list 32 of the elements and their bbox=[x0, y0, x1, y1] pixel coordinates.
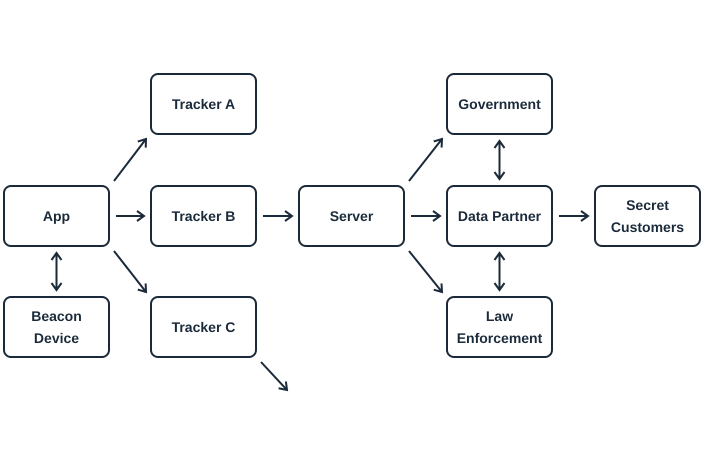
arrow bbox=[559, 210, 589, 222]
box-label: Law Enforcement bbox=[456, 307, 544, 348]
process-box bbox=[150, 185, 257, 247]
process-box bbox=[446, 296, 553, 358]
arrow bbox=[408, 138, 443, 182]
box-label: Government bbox=[458, 95, 541, 114]
arrow bbox=[494, 252, 506, 291]
arrow bbox=[494, 140, 506, 180]
process-box bbox=[298, 185, 405, 247]
box-label: Tracker B bbox=[172, 207, 236, 226]
process-box bbox=[3, 185, 110, 247]
process-box bbox=[150, 73, 257, 135]
box-label: Beacon Device bbox=[30, 307, 83, 348]
arrow bbox=[113, 138, 147, 182]
box-label: Secret Customers bbox=[610, 196, 686, 237]
box-label: Tracker C bbox=[172, 318, 236, 337]
arrow bbox=[263, 210, 293, 222]
arrow bbox=[113, 250, 147, 293]
arrow bbox=[116, 210, 145, 222]
process-box bbox=[446, 185, 553, 247]
arrow bbox=[408, 250, 443, 293]
process-box bbox=[446, 73, 553, 135]
process-box bbox=[3, 296, 110, 358]
arrow bbox=[260, 361, 288, 391]
box-label: App bbox=[42, 207, 70, 226]
box-label: Tracker A bbox=[172, 95, 236, 114]
process-box bbox=[594, 185, 701, 247]
arrow bbox=[50, 252, 62, 291]
box-label: Server bbox=[330, 207, 374, 226]
process-box bbox=[150, 296, 257, 358]
arrow bbox=[411, 210, 441, 222]
box-label: Data Partner bbox=[458, 207, 542, 226]
